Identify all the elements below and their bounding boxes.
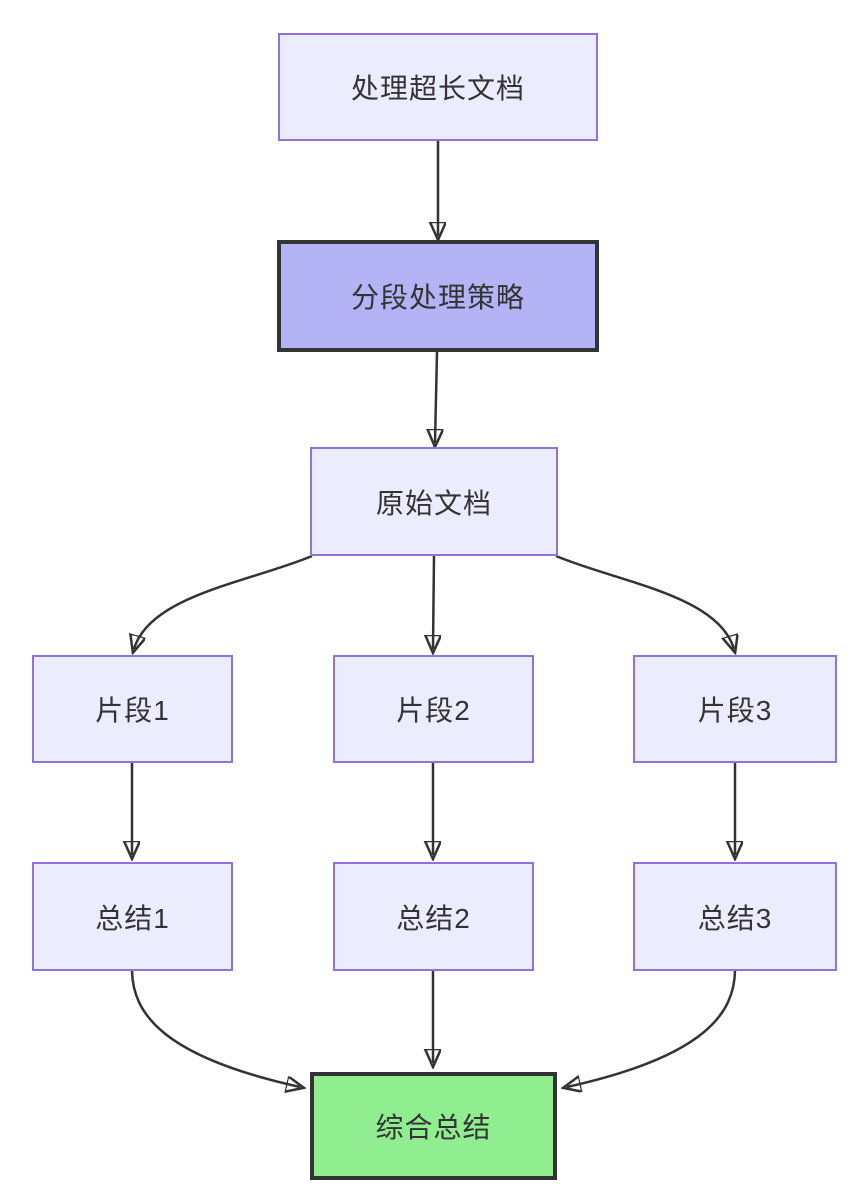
node-sum1: 总结1 xyxy=(32,862,233,971)
node-strategy: 分段处理策略 xyxy=(277,240,599,352)
node-sum1-label: 总结1 xyxy=(95,902,170,934)
node-doc-label: 原始文档 xyxy=(375,487,492,519)
node-final-label: 综合总结 xyxy=(375,1112,492,1143)
node-sum2-label: 总结2 xyxy=(396,902,471,934)
edge-doc-frag2 xyxy=(433,555,434,649)
edge-sum3-final xyxy=(567,970,737,1087)
node-doc: 原始文档 xyxy=(310,447,558,556)
node-sum2: 总结2 xyxy=(333,862,534,971)
node-strategy-label: 分段处理策略 xyxy=(350,282,525,313)
node-sum3: 总结3 xyxy=(633,862,837,971)
node-frag2-label: 片段2 xyxy=(396,695,471,726)
node-frag1-label: 片段1 xyxy=(95,695,170,726)
node-frag2: 片段2 xyxy=(333,655,534,763)
node-frag3-label: 片段3 xyxy=(697,695,773,726)
node-start: 处理超长文档 xyxy=(278,33,598,141)
edge-sum1-final xyxy=(130,970,300,1087)
node-start-label: 处理超长文档 xyxy=(350,73,525,104)
node-frag1: 片段1 xyxy=(32,655,233,763)
node-final: 综合总结 xyxy=(310,1072,557,1180)
edge-doc-frag1 xyxy=(134,554,313,649)
node-frag3: 片段3 xyxy=(633,655,837,763)
edge-doc-frag3 xyxy=(555,554,734,649)
node-sum3-label: 总结3 xyxy=(697,902,773,934)
edge-strategy-doc xyxy=(435,351,437,443)
